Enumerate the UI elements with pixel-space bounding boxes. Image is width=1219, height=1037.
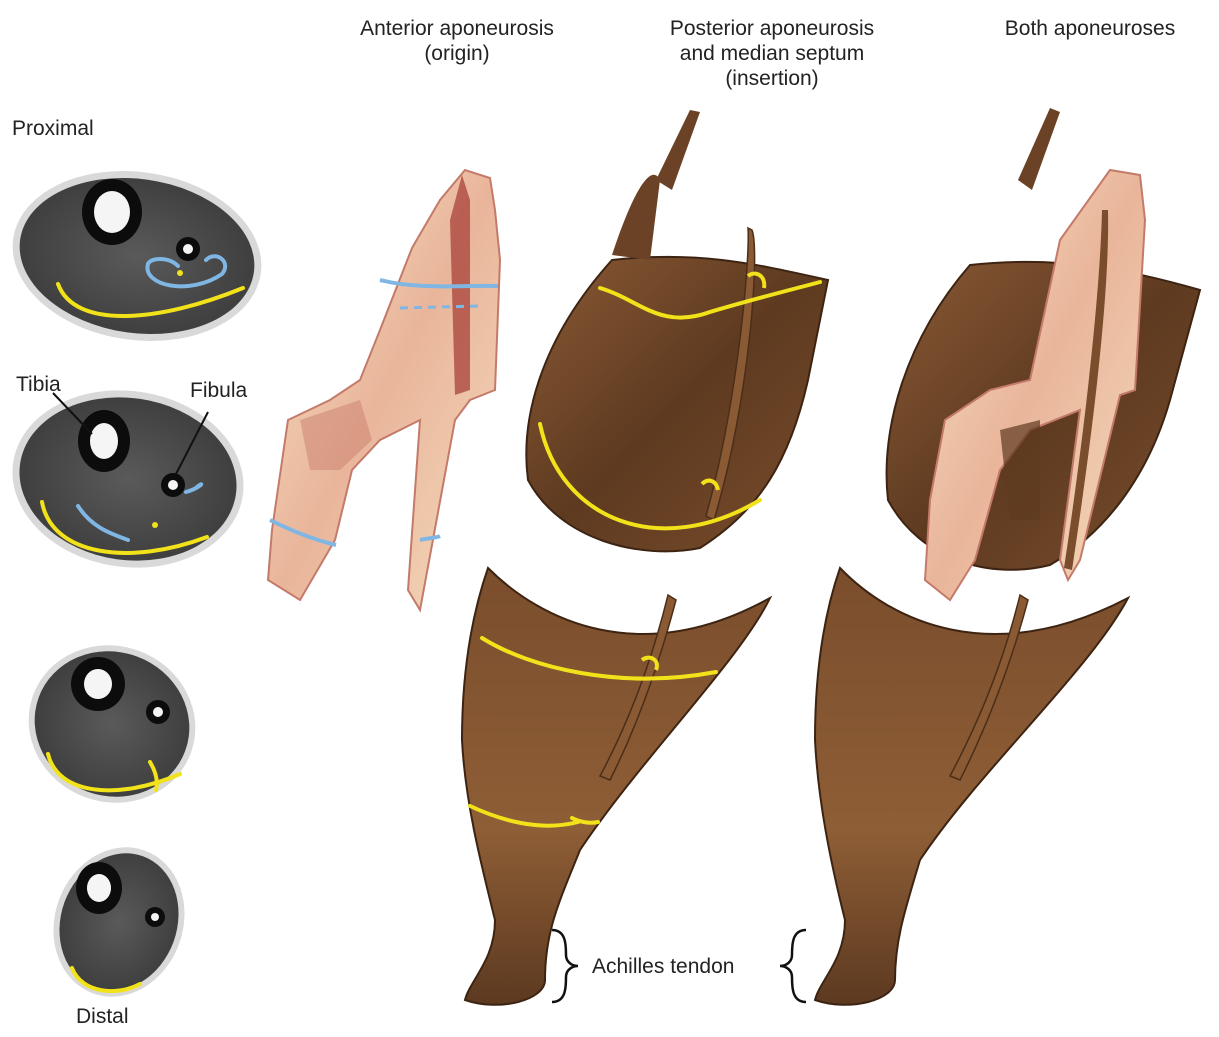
fibula-label: Fibula	[190, 378, 247, 403]
mri-slice-distal	[33, 829, 205, 1016]
anterior-header-line2: (origin)	[335, 41, 579, 66]
posterior-header-line2: and median septum	[640, 41, 904, 66]
mri-slice-proximal	[2, 155, 273, 356]
anterior-aponeurosis-model	[268, 170, 500, 610]
anterior-header-line1: Anterior aponeurosis	[335, 16, 579, 41]
both-header: Both aponeuroses	[975, 16, 1205, 41]
tibia-label: Tibia	[16, 372, 61, 397]
posterior-header: Posterior aponeurosis and median septum …	[640, 16, 904, 91]
distal-label: Distal	[76, 1004, 129, 1029]
achilles-tendon-label: Achilles tendon	[592, 954, 734, 979]
mri-slice-3	[6, 622, 217, 826]
tendon-brace-right-facing	[552, 930, 578, 1002]
tendon-brace-left-facing	[780, 930, 806, 1002]
posterior-aponeurosis-model	[526, 110, 828, 551]
proximal-label: Proximal	[12, 116, 94, 141]
lower-posterior-model	[462, 568, 770, 1005]
posterior-header-line3: (insertion)	[640, 66, 904, 91]
anterior-header: Anterior aponeurosis (origin)	[335, 16, 579, 66]
both-aponeuroses-model	[887, 108, 1200, 600]
mri-slice-2	[1, 376, 255, 583]
posterior-header-line1: Posterior aponeurosis	[640, 16, 904, 41]
lower-both-model	[815, 568, 1128, 1005]
